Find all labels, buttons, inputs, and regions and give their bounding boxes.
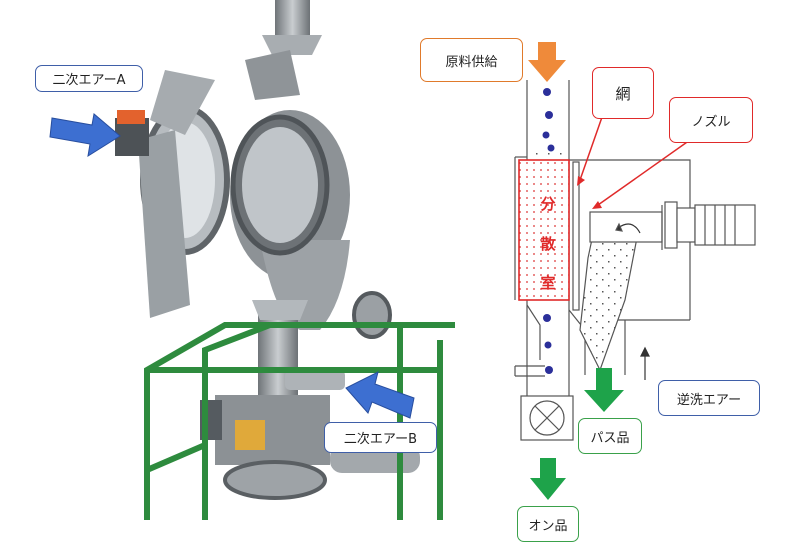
feed-arrow [528,42,566,82]
dispersion-chamber-char-1: 分 [540,195,556,213]
fan-icon [529,400,565,436]
machine-photo [115,0,455,520]
secondary-air-b-label: 二次エアーB [324,422,437,453]
particles [542,88,555,374]
nozzle-pointer [597,139,691,206]
raw-material-supply-label: 原料供給 [420,38,523,82]
pass-product-arrow [584,368,624,412]
mesh-label: 網 [592,67,654,119]
dispersion-chamber-char-2: 散 [540,234,556,253]
dispersion-chamber-char-3: 室 [540,274,556,292]
pass-product-label: パス品 [578,418,642,454]
motor-icon [704,205,736,245]
nozzle-label: ノズル [669,97,753,143]
schematic [514,80,756,441]
dispersion-chamber-box [518,159,570,301]
air-b-arrow [345,371,415,419]
dispersion-chamber-label: 分 散 室 [527,193,569,293]
on-product-arrow [530,458,566,500]
air-a-arrow [49,113,121,158]
on-product-label: オン品 [517,506,579,542]
secondary-air-a-label: 二次エアーA [35,65,143,92]
backwash-air-label: 逆洗エアー [658,380,760,416]
